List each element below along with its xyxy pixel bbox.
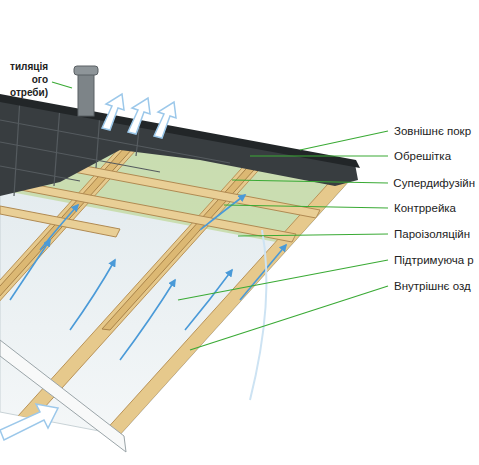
batten [0, 178, 296, 242]
eave-board [0, 340, 126, 452]
part-label: Підтримуюча р [393, 253, 475, 267]
airflow [10, 195, 286, 360]
vent-cap [74, 66, 98, 75]
part-label: Контррейка [393, 201, 457, 215]
part-label: Зовнішнє покр [393, 124, 472, 138]
ridge-cap [0, 94, 360, 168]
part-label: Пароізоляційн [393, 227, 471, 241]
leader-lines [52, 82, 388, 350]
vent-label: тиляція ого отреби) [2, 60, 48, 99]
air-arrows [0, 94, 176, 440]
part-label: Супердифузійн [392, 176, 476, 190]
part-label: Внутрішнє озд [393, 279, 472, 293]
vent-pipe [78, 72, 94, 116]
batten [0, 206, 120, 237]
airflow-wide [250, 230, 266, 400]
part-label: Обрешітка [393, 149, 452, 163]
